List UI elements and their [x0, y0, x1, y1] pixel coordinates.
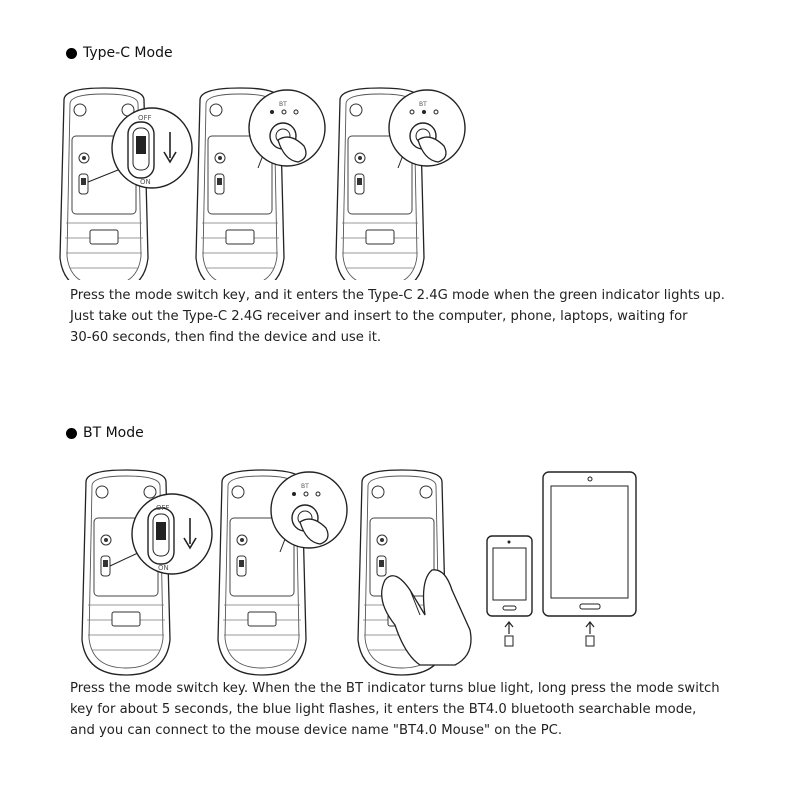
- type-c-line-2: Just take out the Type-C 2.4G receiver a…: [70, 309, 688, 324]
- bullet-dot-icon: [66, 47, 77, 59]
- bt-heading-text: BT Mode: [83, 425, 144, 441]
- type-c-line-3: 30-60 seconds, then find the device and …: [70, 330, 382, 345]
- hand-pressing-icon: [381, 569, 472, 666]
- bt-callout-off-label: OFF: [156, 504, 170, 512]
- bt-line-2: key for about 5 seconds, the blue light …: [70, 702, 697, 717]
- bullet-dot-icon: [66, 427, 77, 439]
- type-c-line-1: Press the mode switch key, and it enters…: [70, 288, 725, 303]
- type-c-heading-text: Type-C Mode: [83, 45, 173, 61]
- type-c-heading: Type-C Mode: [66, 45, 173, 61]
- mode-button-callout-2: [248, 89, 326, 169]
- mode-button-callout-3: [388, 89, 466, 169]
- bt-line-3: and you can connect to the mouse device …: [70, 723, 563, 738]
- bt-heading: BT Mode: [66, 425, 144, 441]
- callout-bt-label-3: BT: [419, 101, 427, 108]
- callout-bt-label-2: BT: [279, 101, 287, 108]
- power-switch-callout: [87, 107, 193, 189]
- bt-line-1: Press the mode switch key. When the the …: [70, 681, 720, 696]
- bt-mode-button-callout: [270, 471, 348, 553]
- bt-power-switch-callout: [109, 493, 213, 575]
- callout-on-label: ON: [140, 178, 151, 186]
- bt-callout-on-label: ON: [158, 564, 169, 572]
- smartphone-icon: [486, 535, 533, 647]
- bt-instructions: Press the mode switch key. When the the …: [70, 678, 770, 741]
- tablet-icon: [542, 471, 637, 647]
- type-c-instructions: Press the mode switch key, and it enters…: [70, 285, 770, 348]
- bt-illustration: OFF ON BT: [81, 469, 637, 676]
- bt-callout-bt-label: BT: [301, 483, 309, 490]
- callout-off-label: OFF: [138, 114, 152, 122]
- type-c-illustration: OFF ON BT: [59, 87, 466, 280]
